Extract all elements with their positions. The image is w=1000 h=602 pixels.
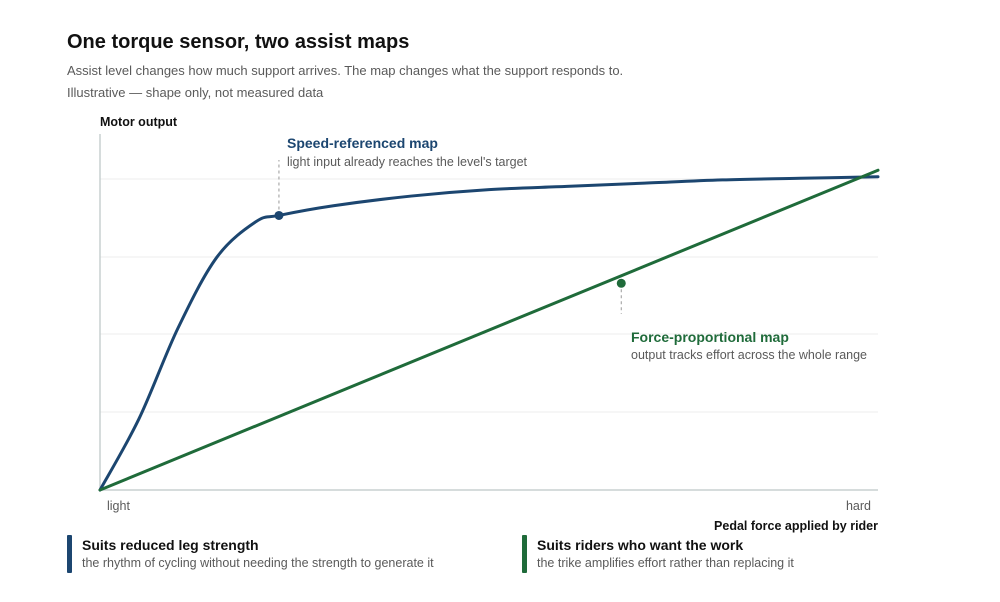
x-axis-title: Pedal force applied by rider	[714, 519, 878, 533]
legend-title: Suits riders who want the work	[537, 537, 744, 553]
x-tick-label-hard: hard	[846, 499, 871, 513]
legend-item-reduced-strength: Suits reduced leg strength the rhythm of…	[67, 535, 434, 573]
y-axis-title: Motor output	[100, 115, 178, 129]
annotation-desc-speed: light input already reaches the level's …	[287, 155, 528, 169]
annotation-desc-force: output tracks effort across the whole ra…	[631, 348, 867, 362]
legend-description: the trike amplifies effort rather than r…	[537, 556, 794, 570]
chart-title: One torque sensor, two assist maps	[67, 31, 410, 53]
chart-note: Illustrative — shape only, not measured …	[67, 85, 324, 100]
annotation-point-speed	[274, 210, 284, 220]
legend-title: Suits reduced leg strength	[82, 537, 259, 553]
legend-description: the rhythm of cycling without needing th…	[82, 556, 434, 570]
x-tick-label-light: light	[107, 499, 130, 513]
annotation-title-force: Force-proportional map	[631, 329, 789, 345]
series-line-0	[98, 175, 880, 492]
annotation-point-force	[616, 278, 626, 288]
legend-swatch	[522, 535, 527, 573]
chart-subtitle: Assist level changes how much support ar…	[67, 63, 624, 78]
series-line-1	[98, 168, 880, 492]
legend-swatch	[67, 535, 72, 573]
annotation-title-speed: Speed-referenced map	[287, 135, 438, 151]
legend-item-wants-work: Suits riders who want the work the trike…	[522, 535, 794, 573]
